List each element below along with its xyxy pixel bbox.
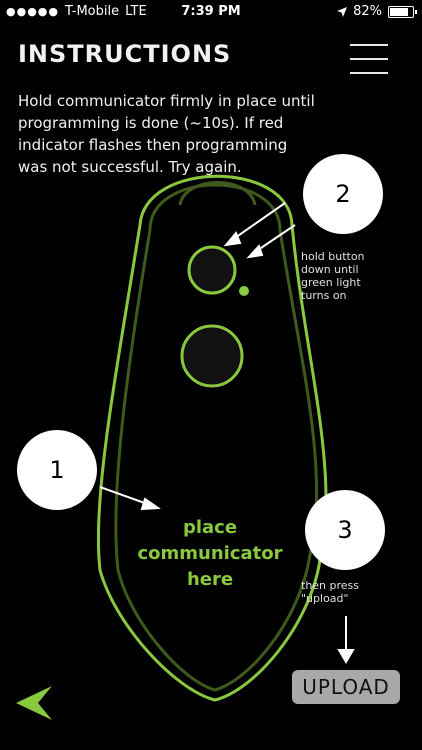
- battery-icon: [388, 5, 417, 18]
- step-3-hint: then press "upload": [301, 579, 359, 605]
- hint-line: hold button: [301, 250, 365, 263]
- arrow-to-button: [231, 202, 286, 241]
- device-button-bottom: [180, 324, 244, 388]
- status-bar: ●●●●● T-Mobile LTE 7:39 PM 82%: [0, 0, 422, 24]
- battery-percent: 82%: [353, 4, 382, 19]
- menu-button[interactable]: [350, 42, 388, 76]
- place-line: communicator: [137, 543, 283, 564]
- device-button-top: [187, 245, 237, 295]
- step-1-circle: 1: [17, 430, 97, 510]
- arrow-head: [223, 231, 242, 247]
- upload-button[interactable]: UPLOAD: [292, 670, 400, 704]
- back-arrow-icon: [16, 686, 52, 720]
- arrow-to-device: [99, 486, 151, 506]
- hint-line: then press: [301, 579, 360, 592]
- hamburger-line: [350, 58, 388, 60]
- device-clip: [178, 181, 257, 206]
- place-line: place: [182, 517, 238, 538]
- network-label: LTE: [125, 4, 147, 19]
- place-communicator-label: place communicator here: [110, 515, 310, 593]
- hamburger-line: [350, 72, 388, 74]
- instructions-text: Hold communicator firmly in place until …: [18, 92, 315, 176]
- status-time: 7:39 PM: [181, 4, 241, 19]
- page-title: INSTRUCTIONS: [18, 40, 232, 68]
- back-button[interactable]: [16, 686, 52, 720]
- hint-line: turns on: [301, 289, 347, 302]
- arrow-to-light: [254, 224, 296, 253]
- carrier-label: T-Mobile: [65, 4, 120, 19]
- arrow-head: [337, 649, 355, 664]
- status-left: ●●●●● T-Mobile LTE: [6, 4, 147, 19]
- device-inner-outline: [114, 183, 319, 692]
- hint-line: green light: [301, 276, 361, 289]
- step-2-hint: hold button down until green light turns…: [301, 250, 365, 302]
- green-indicator-light: [239, 286, 249, 296]
- device-outer-outline: [96, 174, 328, 702]
- hint-line: "upload": [301, 592, 349, 605]
- hamburger-icon: [350, 44, 388, 46]
- arrow-head: [140, 497, 161, 511]
- location-arrow-icon: [337, 6, 348, 17]
- step-3-circle: 3: [305, 490, 385, 570]
- place-line: here: [186, 569, 234, 590]
- status-right: 82%: [337, 4, 417, 19]
- signal-icon: ●●●●●: [6, 5, 59, 18]
- battery-fill: [390, 7, 409, 16]
- pointer-arrows: [99, 202, 355, 664]
- step-2-circle: 2: [303, 154, 383, 234]
- hint-line: down until: [301, 263, 359, 276]
- arrow-head: [246, 244, 264, 259]
